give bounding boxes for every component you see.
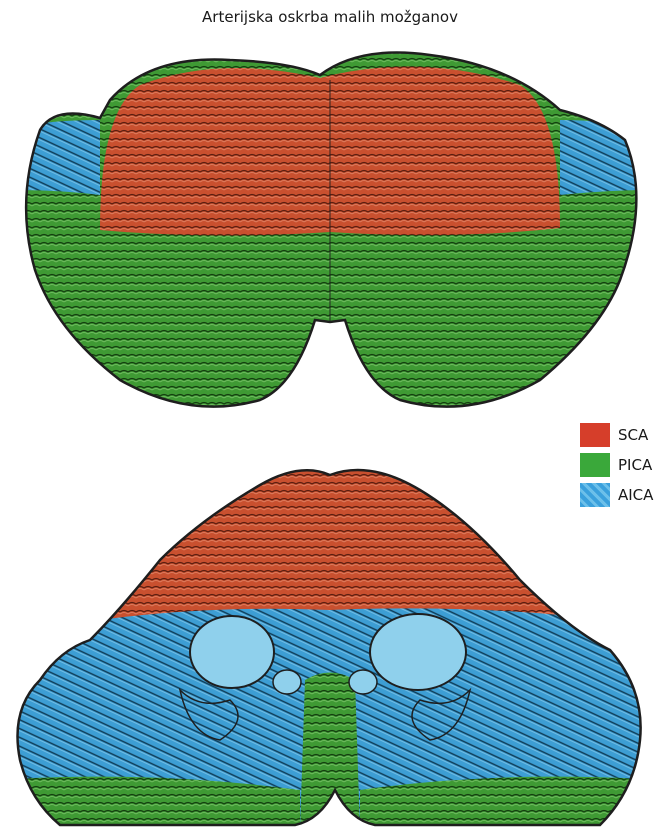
aica-territory-top-left xyxy=(10,120,100,195)
inferior-view xyxy=(0,450,660,830)
legend-swatch-aica xyxy=(580,483,610,507)
legend-swatch-pica xyxy=(580,453,610,477)
legend-swatch-sca xyxy=(580,423,610,447)
left-peduncle xyxy=(190,616,274,688)
legend-label-aica: AICA xyxy=(618,486,653,504)
legend-label-pica: PICA xyxy=(618,456,652,474)
sca-territory-bottom xyxy=(100,470,560,620)
legend-item-sca: SCA xyxy=(580,423,653,447)
legend-label-sca: SCA xyxy=(618,426,648,444)
legend: SCA PICA AICA xyxy=(580,423,653,513)
pica-vermis-bottom xyxy=(300,673,360,830)
legend-item-aica: AICA xyxy=(580,483,653,507)
right-peduncle xyxy=(370,614,466,690)
legend-item-pica: PICA xyxy=(580,453,653,477)
pica-territory-bottom-right xyxy=(360,777,660,830)
right-small-peduncle xyxy=(349,670,377,694)
left-small-peduncle xyxy=(273,670,301,694)
